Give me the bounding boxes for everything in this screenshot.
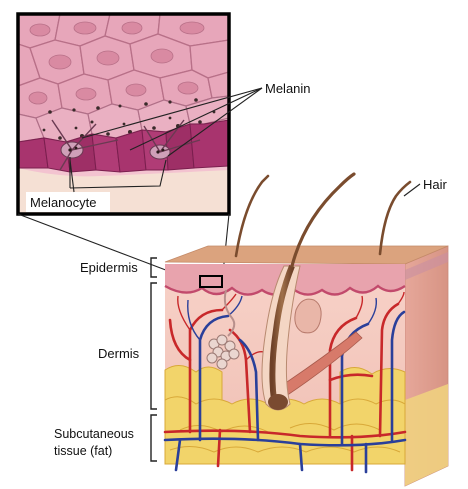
- fat-layer: [164, 365, 406, 465]
- skin-cross-section: [163, 172, 449, 487]
- melanin-label: Melanin: [265, 81, 311, 96]
- magnified-inset: Melanocyte: [16, 12, 231, 216]
- hair-strands: [234, 172, 412, 268]
- dermis-bracket: [150, 282, 157, 410]
- subcutaneous-label-line2: tissue (fat): [54, 444, 112, 458]
- magnified-region-marker: [199, 275, 223, 288]
- epidermis-bracket: [150, 257, 157, 278]
- sweat-gland: [206, 289, 240, 370]
- sebaceous-gland: [294, 298, 322, 334]
- inset-frame: [16, 12, 231, 216]
- hair-follicle: [261, 264, 301, 411]
- hair-label: Hair: [423, 177, 448, 192]
- melanin-granules: [42, 98, 216, 140]
- melanocyte-label: Melanocyte: [30, 195, 96, 210]
- subcutaneous-label-line1: Subcutaneous: [54, 427, 134, 441]
- epidermis-label: Epidermis: [80, 260, 138, 275]
- subcutaneous-bracket: [150, 414, 157, 462]
- melanocyte-label-box: [26, 192, 110, 212]
- arrector-pili-muscle: [277, 331, 363, 397]
- arteries: [163, 302, 407, 472]
- skin-surface: [164, 245, 449, 265]
- melanin-pointer: [81, 87, 263, 157]
- dermis-label: Dermis: [98, 346, 140, 361]
- hair-pointer: [403, 183, 421, 197]
